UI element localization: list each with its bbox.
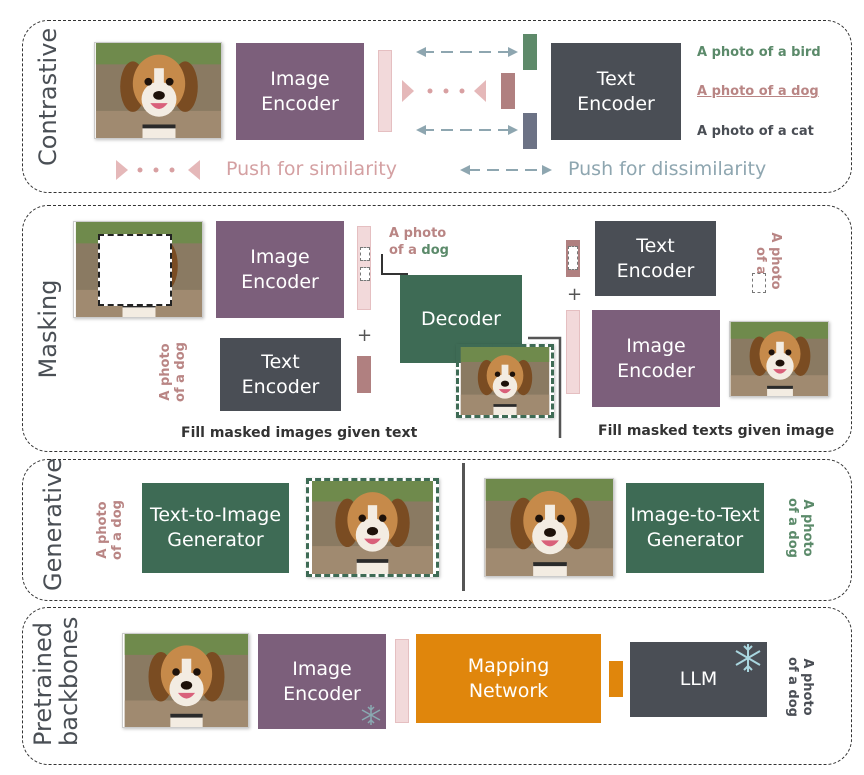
bird-embedding-bar	[523, 34, 537, 70]
masking-top-caption-line1: A photo	[389, 226, 447, 241]
generative-label: Generative	[39, 458, 67, 591]
pretrained-label: Pretrained backbones	[29, 616, 83, 746]
generative-left-caption: A photo of a dog	[95, 500, 125, 560]
caption-cat: A photo of a cat	[697, 124, 814, 139]
masking-right-image-encoder-box: Image Encoder	[592, 310, 720, 407]
fill-masked-texts-caption: Fill masked texts given image	[598, 423, 835, 439]
caption-bird: A photo of a bird	[697, 45, 821, 60]
similarity-legend-label: Push for similarity	[226, 158, 397, 180]
image-encoder-box: Image Encoder	[236, 43, 364, 140]
pretrained-image-embedding-bar	[395, 639, 409, 723]
masking-plus-right: +	[567, 284, 583, 305]
mask-token	[360, 247, 370, 261]
cat-embedding-bar	[523, 113, 537, 149]
dissimilarity-legend-icon	[460, 165, 552, 175]
right-image-embedding-bar	[566, 310, 580, 394]
masking-text-encoder-box: Text Encoder	[220, 338, 341, 411]
masking-label: Masking	[34, 279, 62, 379]
mask-token	[360, 267, 370, 281]
image-embedding-bar	[378, 50, 392, 132]
masking-panel	[22, 205, 852, 452]
dissimilarity-legend-label: Push for dissimilarity	[568, 158, 767, 180]
similarity-legend-icon	[116, 160, 200, 180]
contrastive-panel	[22, 20, 852, 193]
pretrained-panel	[22, 607, 852, 765]
pretrained-caption: A photo of a dog	[785, 657, 815, 717]
dog-photo	[94, 42, 222, 139]
masking-image-encoder-box: Image Encoder	[216, 221, 344, 318]
caption-part-b: dog	[421, 243, 449, 258]
masking-plus-left: +	[357, 325, 373, 346]
pretrained-dog-photo	[122, 633, 249, 728]
llm-box: LLM	[630, 642, 767, 717]
reconstructed-dog-photo	[456, 344, 554, 418]
text-to-decoder-connector	[381, 254, 408, 275]
contrastive-label: Contrastive	[34, 27, 62, 166]
text-encoder-box: Text Encoder	[551, 43, 681, 140]
masking-right-text-encoder-box: Text Encoder	[595, 221, 716, 296]
text-to-image-generator-box: Text-to-Image Generator	[142, 483, 289, 573]
masked-dog-photo	[73, 221, 203, 318]
frozen-snowflake-icon	[361, 705, 381, 725]
caption-part-a: of a	[389, 243, 422, 258]
masked-text-embedding-bar	[566, 240, 580, 277]
mask-token	[568, 246, 578, 270]
masking-left-caption: A photo of a dog	[158, 342, 188, 402]
mask-region	[98, 234, 172, 306]
masked-word-slot	[752, 273, 766, 293]
contrastive-arrows	[402, 47, 518, 135]
masking-top-caption-line2: of a dog	[389, 243, 449, 258]
generative-input-dog-photo	[484, 478, 614, 577]
masked-image-embedding-bar	[357, 226, 371, 310]
masking-right-dog-photo	[729, 321, 829, 397]
mapped-embedding-bar	[609, 661, 623, 697]
frozen-snowflake-icon	[735, 644, 761, 672]
masking-divider	[528, 336, 562, 438]
pretrained-image-encoder-box: Image Encoder	[258, 634, 386, 729]
generative-panel	[22, 459, 852, 601]
dog-embedding-bar	[501, 73, 515, 109]
caption-dog: A photo of a dog	[697, 84, 819, 99]
fill-masked-images-caption: Fill masked images given text	[181, 425, 418, 441]
mapping-network-box: Mapping Network	[416, 634, 601, 723]
generated-dog-photo	[306, 478, 439, 577]
generative-divider	[462, 463, 465, 591]
masking-text-embedding-bar	[357, 356, 371, 393]
generative-right-caption: A photo of a dog	[785, 498, 815, 558]
image-to-text-generator-box: Image-to-Text Generator	[626, 483, 764, 573]
